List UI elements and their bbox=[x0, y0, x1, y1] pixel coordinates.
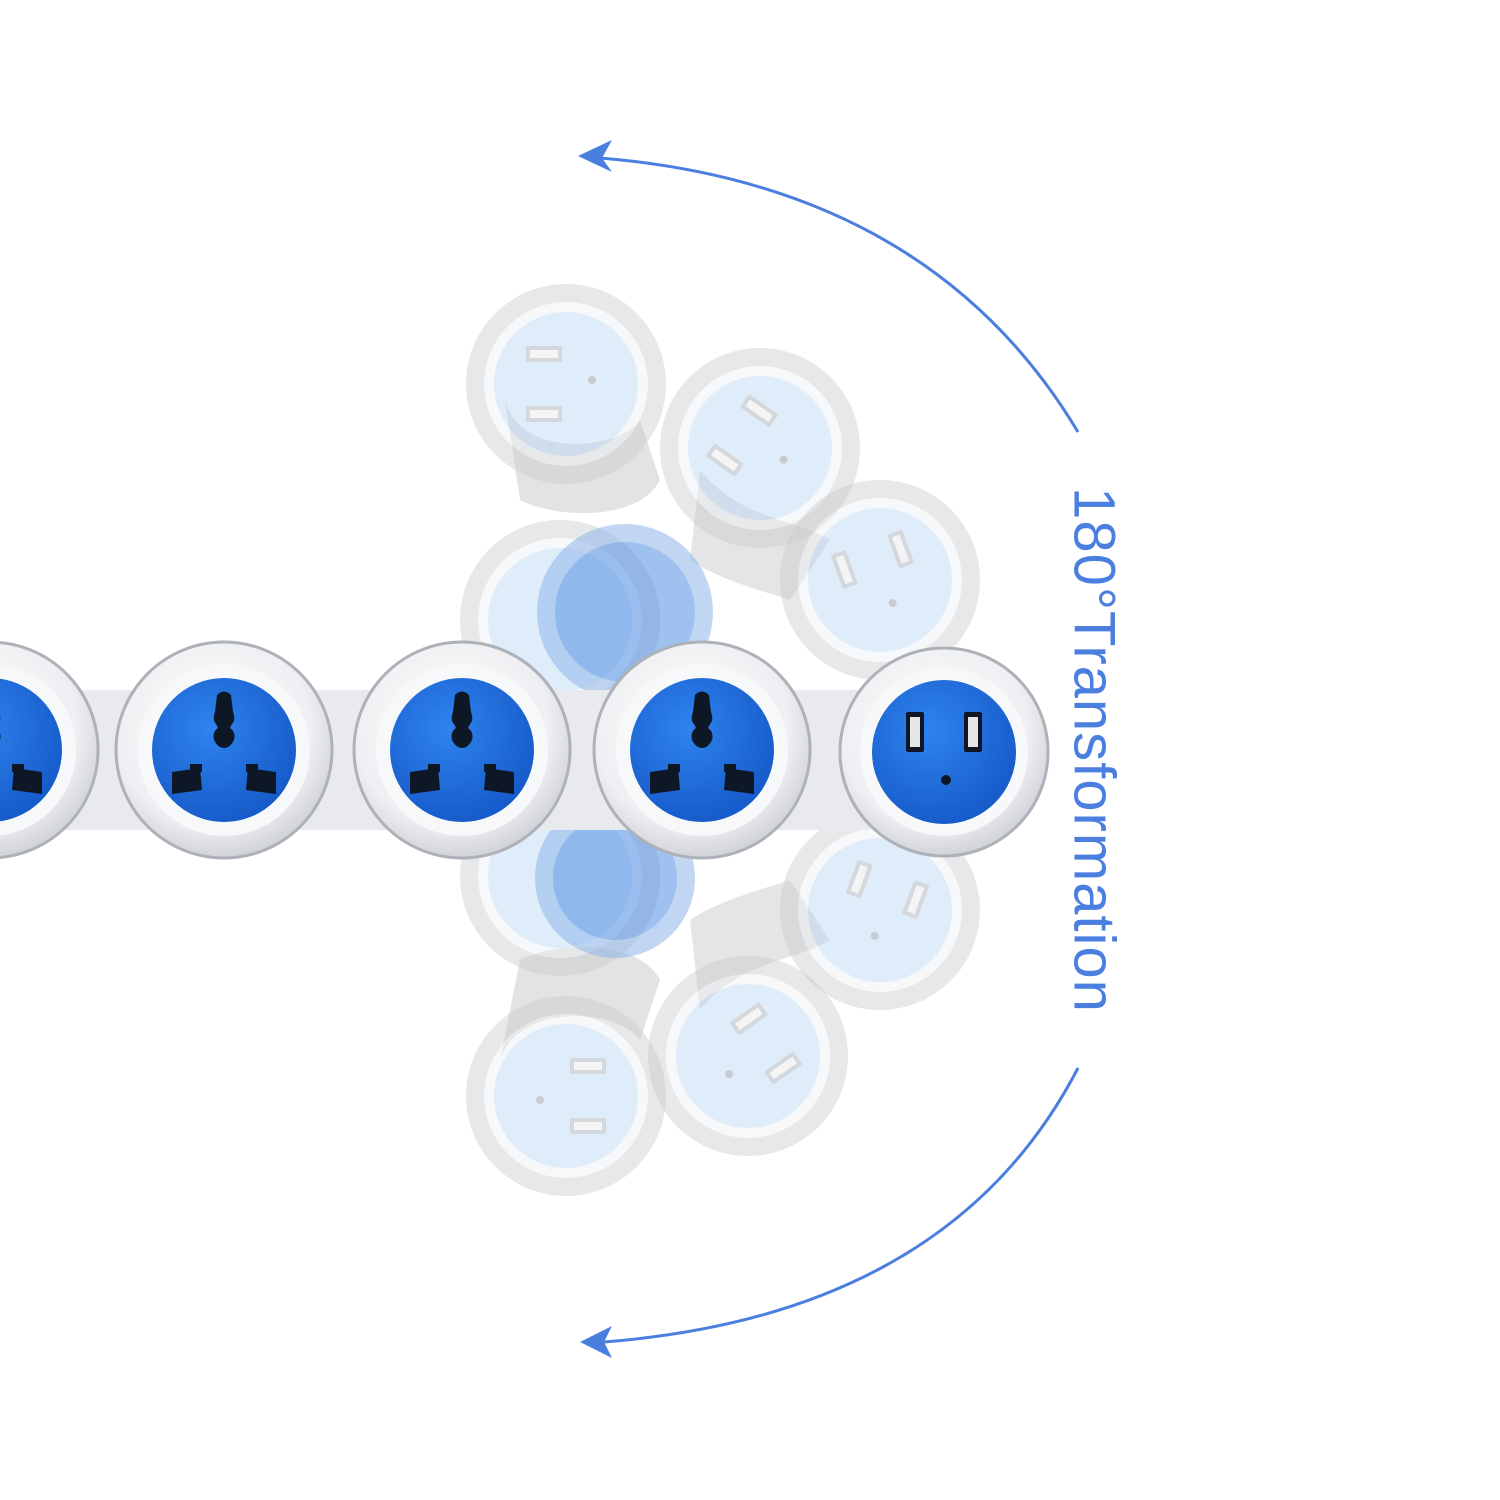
power-strip bbox=[0, 640, 1050, 860]
universal-socket-module bbox=[592, 640, 812, 860]
arrowhead-top-icon bbox=[578, 140, 612, 172]
universal-socket-module bbox=[0, 640, 100, 860]
usb-socket-module bbox=[838, 646, 1050, 858]
top-rotation-arc bbox=[599, 156, 1080, 433]
universal-socket-module bbox=[114, 640, 334, 860]
ghost-modules-lower bbox=[460, 776, 980, 1196]
rotation-caption: 180°Transformation bbox=[1062, 487, 1127, 1013]
universal-socket-module bbox=[352, 640, 572, 860]
bottom-rotation-arc bbox=[603, 1067, 1080, 1344]
arrowhead-bottom-icon bbox=[580, 1326, 612, 1358]
